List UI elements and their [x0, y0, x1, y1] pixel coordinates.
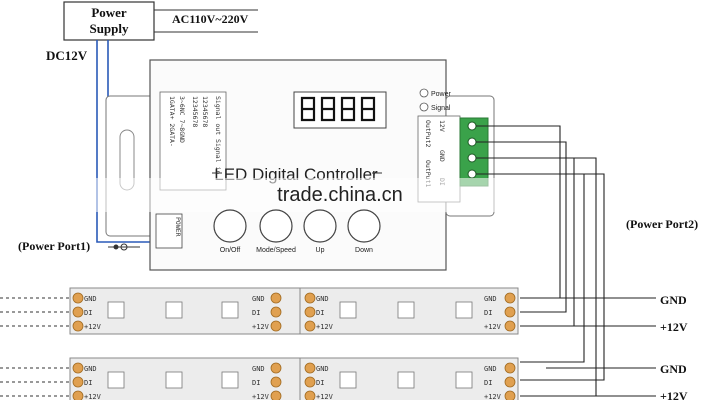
power-port1-label: (Power Port1) [18, 239, 90, 253]
power-input-label: POWER [174, 217, 182, 237]
pad-v12-1d: +12V [484, 323, 502, 331]
power-supply-box [63, 1, 155, 41]
output-label-4: GND [438, 150, 446, 162]
pad-gnd-1d: GND [484, 295, 497, 303]
led-strip-row-1: GND DI +12V GND DI +12V GND DI +12V GND … [0, 287, 519, 335]
up-label: Up [316, 247, 325, 254]
pad-v12-2c: +12V [316, 393, 334, 400]
pad-gnd-2d: GND [484, 365, 497, 373]
power-input-block [155, 213, 183, 249]
power-indicator-label: Power [431, 91, 452, 98]
pad-v12-2b: +12V [252, 393, 270, 400]
v12-label-top: +12V [660, 320, 688, 334]
pad-di-2a: DI [84, 379, 92, 387]
pad-gnd-1b: GND [252, 295, 265, 303]
v12-label-bottom: +12V [660, 389, 688, 400]
svg-text:12345678: 12345678 [201, 96, 209, 127]
pad-di-2d: DI [484, 379, 492, 387]
controller-buttons: On/Off Mode/Speed Up Down [213, 209, 381, 254]
pad-gnd-2a: GND [84, 365, 97, 373]
power-port1-plug-icon [108, 243, 140, 251]
pad-di-1d: DI [484, 309, 492, 317]
pad-v12-1b: +12V [252, 323, 270, 331]
display-digits [300, 96, 376, 122]
power-indicator-led [419, 88, 429, 98]
output-label-2: OutPut1 [424, 160, 432, 187]
down-button[interactable] [347, 209, 381, 243]
pad-gnd-2c: GND [316, 365, 329, 373]
gnd-label-bottom: GND [660, 362, 687, 376]
mode-speed-button[interactable] [259, 209, 293, 243]
mode-speed-label: Mode/Speed [256, 247, 296, 254]
pad-v12-1c: +12V [316, 323, 334, 331]
pad-di-1a: DI [84, 309, 92, 317]
svg-text:1GATA+ 2GATA-: 1GATA+ 2GATA- [168, 96, 176, 147]
watermark-band [40, 178, 680, 212]
gnd-label-top: GND [660, 293, 687, 307]
on-off-button[interactable] [213, 209, 247, 243]
signal-indicator-label: Signal [431, 105, 451, 112]
pad-gnd-2b: GND [252, 365, 265, 373]
signal-indicator-led [419, 102, 429, 112]
led-strip-row-2: GND DI +12V GND DI +12V GND DI +12V GND … [0, 357, 519, 400]
pad-gnd-1c: GND [316, 295, 329, 303]
dc-voltage-label: DC12V [46, 48, 88, 63]
terminal-screws [467, 121, 477, 179]
output-wires [476, 125, 656, 397]
ac-voltage-label: AC110V~220V [172, 12, 249, 26]
watermark-text: trade.china.cn [277, 184, 403, 206]
svg-text:3~6NC 7~8GND: 3~6NC 7~8GND [178, 96, 186, 143]
output-label-3: 12V [438, 120, 446, 132]
pad-di-1c: DI [316, 309, 324, 317]
power-supply-title-1: Power [91, 5, 127, 20]
power-port2-label: (Power Port2) [626, 217, 698, 231]
pad-di-2c: DI [316, 379, 324, 387]
pad-v12-2a: +12V [84, 393, 102, 400]
down-label: Down [355, 247, 373, 254]
power-supply-title-2: Supply [89, 21, 129, 36]
pad-gnd-1a: GND [84, 295, 97, 303]
svg-text:12345678: 12345678 [191, 96, 199, 127]
left-panel: 1GATA+ 2GATA- 3~6NC 7~8GND 12345678 1234… [159, 91, 227, 191]
pad-v12-1a: +12V [84, 323, 102, 331]
pad-di-1b: DI [252, 309, 260, 317]
svg-text:Signal out Signal in: Signal out Signal in [214, 96, 222, 174]
up-button[interactable] [303, 209, 337, 243]
pad-di-2b: DI [252, 379, 260, 387]
on-off-label: On/Off [220, 247, 241, 254]
output-label-1: OutPut2 [424, 120, 432, 147]
pad-v12-2d: +12V [484, 393, 502, 400]
